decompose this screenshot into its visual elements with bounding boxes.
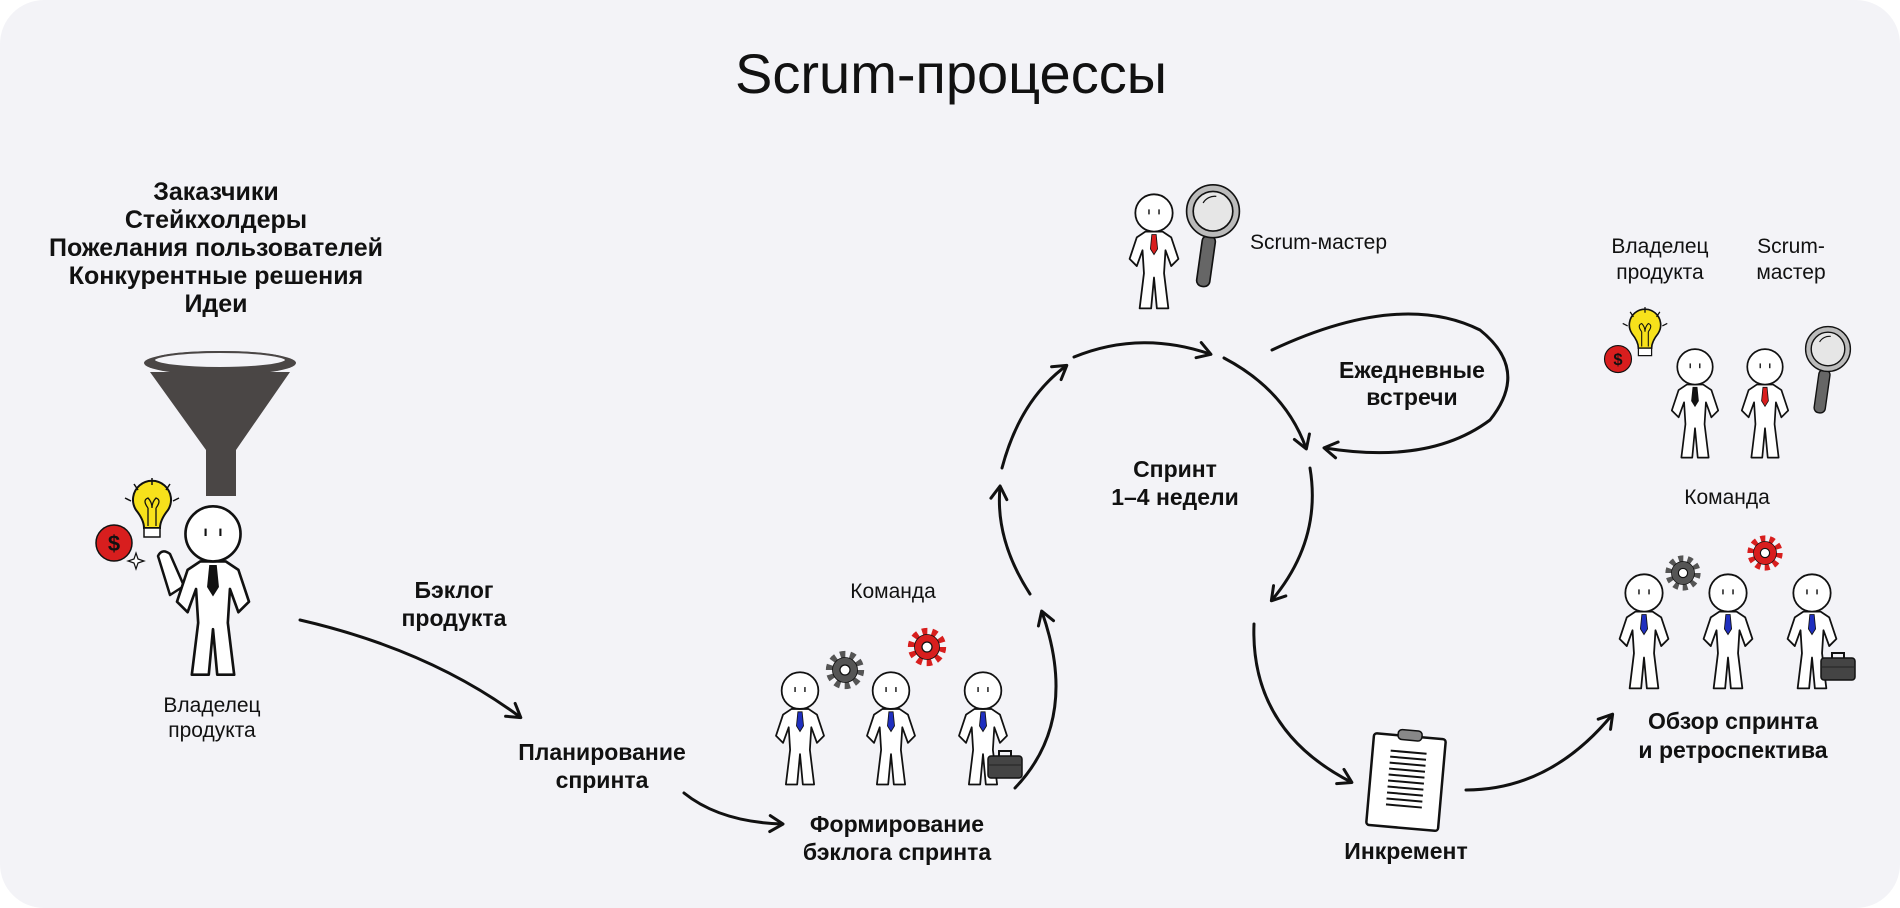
gear-icon: [830, 655, 860, 685]
sprint-label: Спринт: [1133, 456, 1217, 482]
sparkle-icon: [126, 551, 146, 571]
review-team-member-figure: [1618, 573, 1670, 690]
review-owner-figure: [1670, 348, 1720, 459]
arrow-to-planning: [298, 618, 523, 720]
lightbulb-icon: [124, 477, 180, 538]
arrow-to-review: [1464, 712, 1615, 792]
daily-meetings-label: встречи: [1366, 384, 1457, 410]
lightbulb-icon: [1621, 306, 1669, 357]
arrow-to-sprint-backlog: [682, 791, 785, 834]
product-backlog-label: Бэклог: [415, 577, 494, 603]
review-master-figure: [1740, 348, 1790, 459]
source-item: Идеи: [184, 290, 247, 318]
increment-label: Инкремент: [1344, 838, 1467, 864]
sprint-planning-label: Планирование: [518, 739, 686, 765]
product-owner-figure: [175, 505, 251, 677]
review-master-label: мастер: [1756, 261, 1825, 284]
requirement-sources: Заказчики Стейкхолдеры Пожелания пользов…: [49, 178, 383, 318]
magnifier-icon: [1185, 184, 1241, 289]
dollar-coin-icon: [95, 524, 133, 562]
sprint-backlog-label: Формирование: [810, 811, 984, 837]
product-owner-label: Владелец: [163, 694, 260, 717]
scrum-master-figure: [1128, 193, 1180, 310]
review-owner-label: продукта: [1616, 261, 1704, 284]
sprint-backlog-label: бэклога спринта: [803, 839, 992, 865]
arrow-to-increment: [1252, 622, 1354, 786]
team-group: [775, 632, 1023, 786]
sprint-cycle-arrow: [1000, 363, 1069, 470]
source-item: Стейкхолдеры: [125, 206, 307, 234]
scrum-master-label: Scrum-мастер: [1250, 231, 1387, 254]
sprint-cycle-arrow: [1222, 356, 1311, 451]
funnel-icon: [144, 351, 296, 496]
sprint-planning-label: спринта: [556, 767, 649, 793]
source-item: Пожелания пользователей: [49, 234, 383, 262]
source-item: Конкурентные решения: [69, 262, 364, 290]
product-owner-label: продукта: [168, 719, 256, 742]
dollar-coin-icon: [1603, 344, 1633, 374]
arrow-into-sprint: [1013, 609, 1058, 790]
gear-icon: [912, 632, 942, 662]
team-member-figure: [866, 671, 916, 786]
team-member-figure: [775, 671, 825, 786]
raised-arm: [156, 550, 186, 597]
review-owner-label: Владелец: [1611, 235, 1708, 258]
sprint-duration-label: 1–4 недели: [1111, 484, 1239, 510]
daily-loop-arrow: [1270, 312, 1510, 460]
page-title: Scrum-процессы: [735, 42, 1167, 105]
clipboard-icon: [1365, 728, 1447, 833]
review-team-member-figure: [1702, 573, 1754, 690]
briefcase-icon: [1820, 652, 1856, 681]
sprint-cycle-arrow: [1269, 466, 1314, 603]
sprint-cycle-arrow: [989, 484, 1032, 596]
review-team-label: Команда: [1684, 486, 1770, 509]
gear-icon: [1669, 559, 1697, 587]
review-master-label: Scrum-: [1757, 235, 1825, 258]
sprint-cycle-arrow: [1072, 341, 1213, 360]
team-label: Команда: [850, 580, 936, 603]
daily-meetings-label: Ежедневные: [1339, 357, 1485, 383]
source-item: Заказчики: [153, 178, 279, 206]
gear-icon: [1751, 539, 1779, 567]
magnifier-icon: [1804, 325, 1852, 415]
retrospective-label: и ретроспектива: [1638, 737, 1827, 763]
review-label: Обзор спринта: [1648, 708, 1818, 734]
product-backlog-label: продукта: [402, 605, 507, 631]
